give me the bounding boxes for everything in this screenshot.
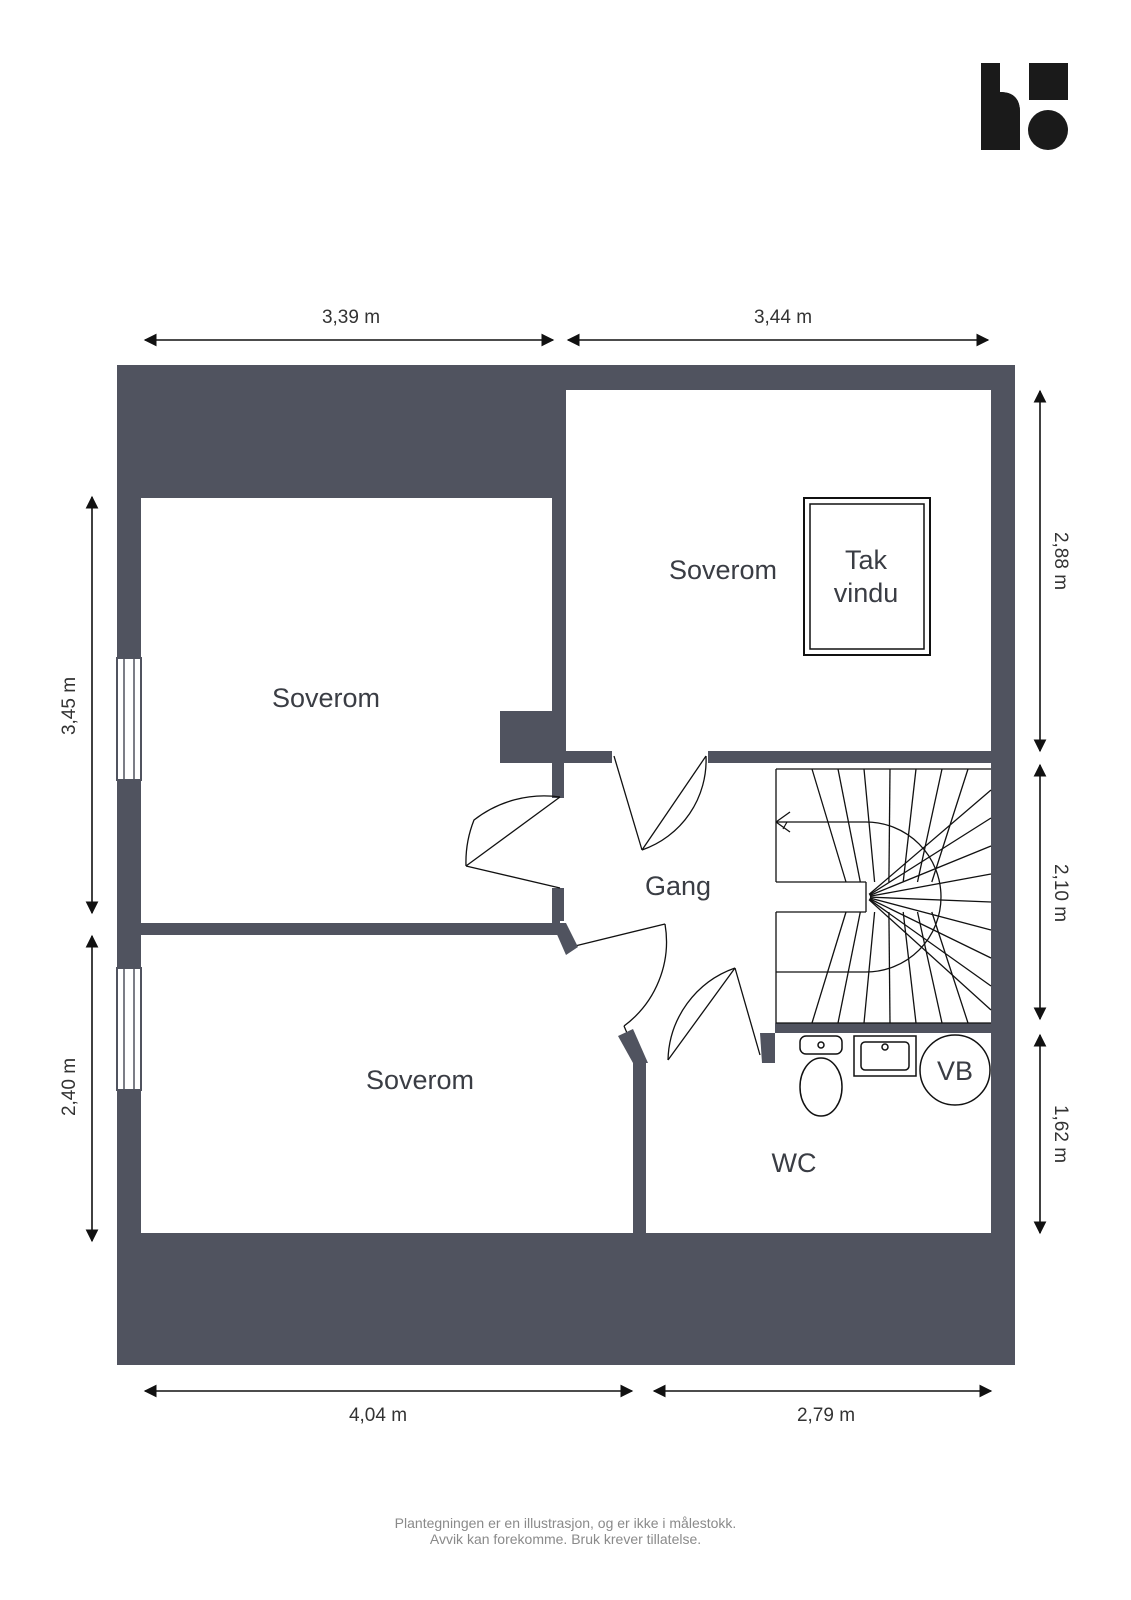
stair-tread xyxy=(869,898,992,959)
door-swing-bedroom-left xyxy=(465,795,561,889)
room-hallway xyxy=(564,763,991,1063)
dim-bottom-right: 2,79 m xyxy=(797,1405,855,1426)
stair-tread xyxy=(931,911,969,1024)
sink-icon xyxy=(853,1035,917,1077)
stair-tread xyxy=(869,897,992,931)
dim-top-left: 3,39 m xyxy=(322,307,380,328)
label-bedroom-bottom-left: Soverom xyxy=(366,1065,474,1095)
stair-tread xyxy=(916,911,943,1024)
stair-tread xyxy=(902,911,917,1024)
door-jamb xyxy=(552,923,578,955)
staircase xyxy=(775,768,992,1024)
stair-tread xyxy=(863,911,876,1024)
door-jamb xyxy=(760,1033,775,1063)
chimney-block xyxy=(500,711,552,763)
label-hallway: Gang xyxy=(645,871,711,901)
window-left-lower xyxy=(116,967,142,1091)
room-bedroom-left xyxy=(141,498,552,923)
toilet-icon xyxy=(799,1035,843,1117)
stair-tread xyxy=(869,896,992,903)
stair-tread xyxy=(888,768,891,883)
dim-right-middle: 2,10 m xyxy=(1050,864,1071,922)
window-left-upper xyxy=(116,657,142,781)
stair-tread xyxy=(916,768,943,883)
stair-tread xyxy=(811,768,847,883)
stair-tread xyxy=(888,911,891,1024)
stair-tread xyxy=(837,911,861,1024)
dim-left-upper: 3,45 m xyxy=(59,677,80,735)
dim-right-upper: 2,88 m xyxy=(1050,532,1071,590)
stair-tread xyxy=(869,817,992,896)
dim-right-lower: 1,62 m xyxy=(1050,1105,1071,1163)
disclaimer: Plantegningen er en illustrasjon, og er … xyxy=(0,1515,1131,1547)
dim-left-lower: 2,40 m xyxy=(59,1058,80,1116)
label-water-heater: VB xyxy=(937,1056,973,1086)
stair-tread xyxy=(837,768,861,883)
skylight xyxy=(803,497,931,656)
room-bedroom-bottom-left xyxy=(141,935,633,1233)
dim-top-right: 3,44 m xyxy=(754,307,812,328)
label-bedroom-top-right: Soverom xyxy=(669,555,777,585)
brand-logo-icon xyxy=(981,63,1068,150)
door-jamb xyxy=(618,1029,648,1063)
disclaimer-line-2: Avvik kan forekomme. Bruk krever tillate… xyxy=(429,1531,702,1547)
water-heater-icon xyxy=(919,1034,991,1106)
label-wc: WC xyxy=(772,1148,817,1178)
label-skylight-line2: vindu xyxy=(834,578,899,608)
door-swing-wc xyxy=(667,967,761,1061)
disclaimer-line-1: Plantegningen er en illustrasjon, og er … xyxy=(394,1515,737,1531)
stair-tread xyxy=(811,911,847,1024)
door-swing-bedroom-top-right xyxy=(613,755,707,851)
dimension-lines xyxy=(85,333,1047,1398)
stair-tread xyxy=(868,789,992,895)
label-skylight-line1: Tak xyxy=(845,545,888,575)
label-bedroom-left: Soverom xyxy=(272,683,380,713)
stair-tread xyxy=(863,768,876,883)
dim-bottom-left: 4,04 m xyxy=(349,1405,407,1426)
stair-tread xyxy=(869,873,992,897)
stair-tread xyxy=(869,845,992,897)
